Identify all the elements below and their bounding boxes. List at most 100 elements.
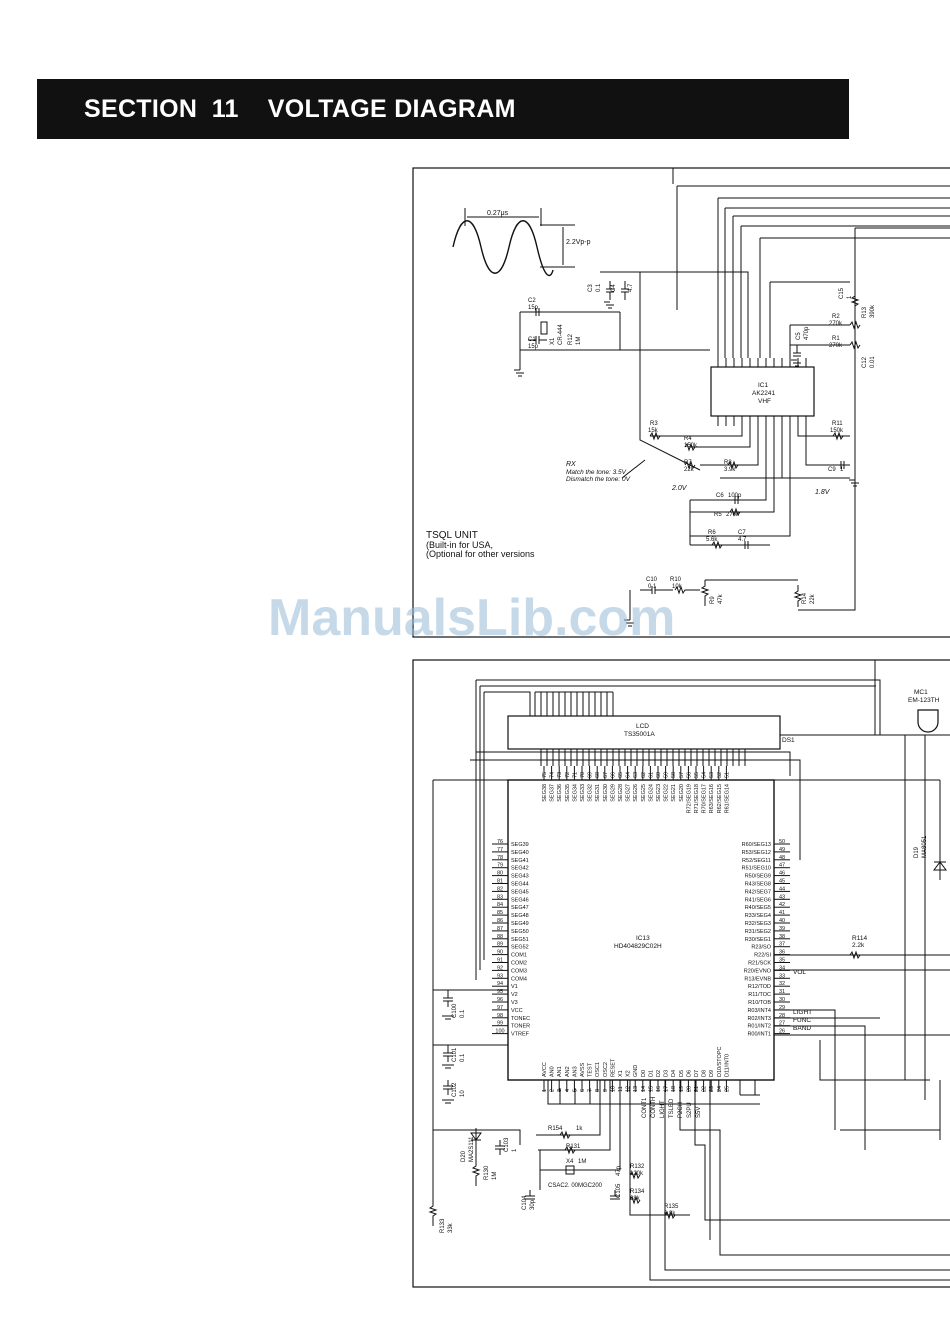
pin-number: 6 [580, 1089, 586, 1092]
c101-value: 0.1 [460, 1053, 466, 1062]
pin-number: 62 [641, 772, 647, 778]
pin-number: 41 [779, 910, 785, 916]
r2-value: 270k [829, 321, 843, 327]
pin-number: 100 [495, 1029, 504, 1035]
pin-label: SEG33 [580, 784, 586, 802]
pin-number: 53 [709, 772, 715, 778]
r130-ref: R130 [484, 1165, 490, 1180]
tsql-wiring [519, 168, 950, 611]
d20-ref: D20 [461, 1150, 467, 1162]
pin-label: AVSS [580, 1062, 586, 1077]
c105-ref: C105 [616, 1183, 622, 1198]
pin-label: SEG22 [664, 784, 670, 802]
pin-number: 23 [709, 1086, 715, 1092]
r13-value: 390k [870, 304, 876, 318]
c9-value: 1 [840, 467, 844, 473]
c4-value: 4.7 [628, 283, 634, 292]
pin-number: 92 [497, 965, 503, 971]
pin-number: 84 [497, 902, 503, 908]
pin-label: R23/SO [751, 945, 771, 951]
r11-ref: R11 [832, 421, 843, 427]
pin-number: 13 [633, 1086, 639, 1092]
tsql-parts [514, 281, 861, 627]
pin-label: D2 [656, 1070, 662, 1077]
pin-label: R31/SEG2 [745, 929, 771, 935]
pin-label: SEG35 [565, 784, 571, 802]
pin-label: R43/SEG8 [745, 882, 771, 888]
pin-number: 21 [694, 1086, 700, 1092]
r132-value: 120k [630, 1171, 644, 1177]
pin-number: 74 [550, 772, 556, 778]
pin-label: SEG45 [511, 889, 529, 895]
cpu-lower-labels: C100 0.1 C101 0.1 C102 10 D20 MA2S111 R1… [440, 1003, 702, 1233]
pin-label: SEG40 [511, 850, 529, 856]
ic1-note: VHF [758, 398, 771, 405]
pin-label: SEG47 [511, 905, 529, 911]
x4-value: 1M [578, 1159, 586, 1165]
section-title: SECTION 11 VOLTAGE DIAGRAM [84, 95, 516, 123]
pin-label: COM4 [511, 976, 527, 982]
pin-label: R13/EVNB [744, 976, 771, 982]
c4-ref: C4 [611, 284, 617, 292]
label-cont1: CONT1 [642, 1097, 648, 1118]
tsql-component-labels: C2 15p C1 15p X1 CR-444 R12 1M C3 0.1 C4… [528, 283, 876, 604]
pin-number: 18 [671, 1086, 677, 1092]
lcd-ref: DS1 [782, 737, 795, 744]
pin-number: 65 [618, 772, 624, 778]
lcd-box [507, 715, 781, 750]
pin-number: 35 [779, 958, 785, 964]
c2-value: 15p [528, 305, 539, 311]
pin-label: SEG36 [557, 784, 563, 802]
r8-ref: R8 [724, 460, 732, 466]
lcd-part: TS35001A [624, 731, 655, 738]
pin-number: 45 [779, 879, 785, 885]
pin-number: 20 [686, 1086, 692, 1092]
ic13-part: HD404829C02H [614, 943, 662, 950]
pin-label: OSC1 [595, 1062, 601, 1077]
d19-part: MA8051 [922, 835, 928, 858]
pin-label: SEG39 [511, 842, 529, 848]
pin-label: SEG52 [511, 945, 529, 951]
pin-label: R12/TOD [748, 984, 771, 990]
pin-number: 32 [779, 981, 785, 987]
ic13-box [507, 779, 775, 1081]
r2-ref: R2 [832, 314, 840, 320]
signal-band: BAND [793, 1025, 811, 1032]
pin-label: AN1 [557, 1066, 563, 1077]
c9-ref: C9 [828, 467, 836, 473]
label-tsled: TSLED [669, 1098, 675, 1118]
pin-number: 1 [542, 1089, 548, 1092]
pin-number: 99 [497, 1021, 503, 1027]
c104-ref: C104 [522, 1195, 528, 1210]
ic1-ref: IC1 [758, 382, 769, 389]
signal-light: LIGHT [793, 1009, 812, 1016]
tsql-unit-note1: (Built-in for USA, [426, 540, 493, 550]
r134-value: 68k [630, 1196, 641, 1202]
pin-number: 11 [618, 1086, 624, 1092]
pin-label: R71/SEG18 [694, 784, 700, 813]
waveform-sketch [452, 208, 575, 277]
tsql-unit-note2: (Optional for other versions [426, 549, 535, 559]
pin-number: 83 [497, 894, 503, 900]
pin-label: SEG24 [648, 784, 654, 802]
r7-value: 22k [684, 467, 695, 473]
pin-label: VTREF [511, 1032, 530, 1038]
pin-number: 56 [686, 772, 692, 778]
pin-label: V2 [511, 992, 518, 998]
pin-label: D11/INT0 [724, 1054, 730, 1077]
r135-value: 6.8k [664, 1211, 676, 1217]
pin-label: R62/SEG15 [717, 784, 723, 813]
pin-label: SEG51 [511, 937, 529, 943]
r8-value: 3.9k [724, 467, 736, 473]
mc1-ref: MC1 [914, 689, 928, 696]
pin-number: 19 [679, 1086, 685, 1092]
pin-number: 50 [779, 839, 785, 845]
pin-number: 10 [610, 1086, 616, 1092]
pin-number: 29 [779, 1005, 785, 1011]
microphone-icon [917, 709, 939, 733]
pin-number: 91 [497, 958, 503, 964]
r9-value: 47k [718, 593, 724, 604]
c102-value: 10 [460, 1090, 466, 1097]
pin-label: V3 [511, 1000, 518, 1006]
pin-number: 51 [724, 772, 730, 778]
